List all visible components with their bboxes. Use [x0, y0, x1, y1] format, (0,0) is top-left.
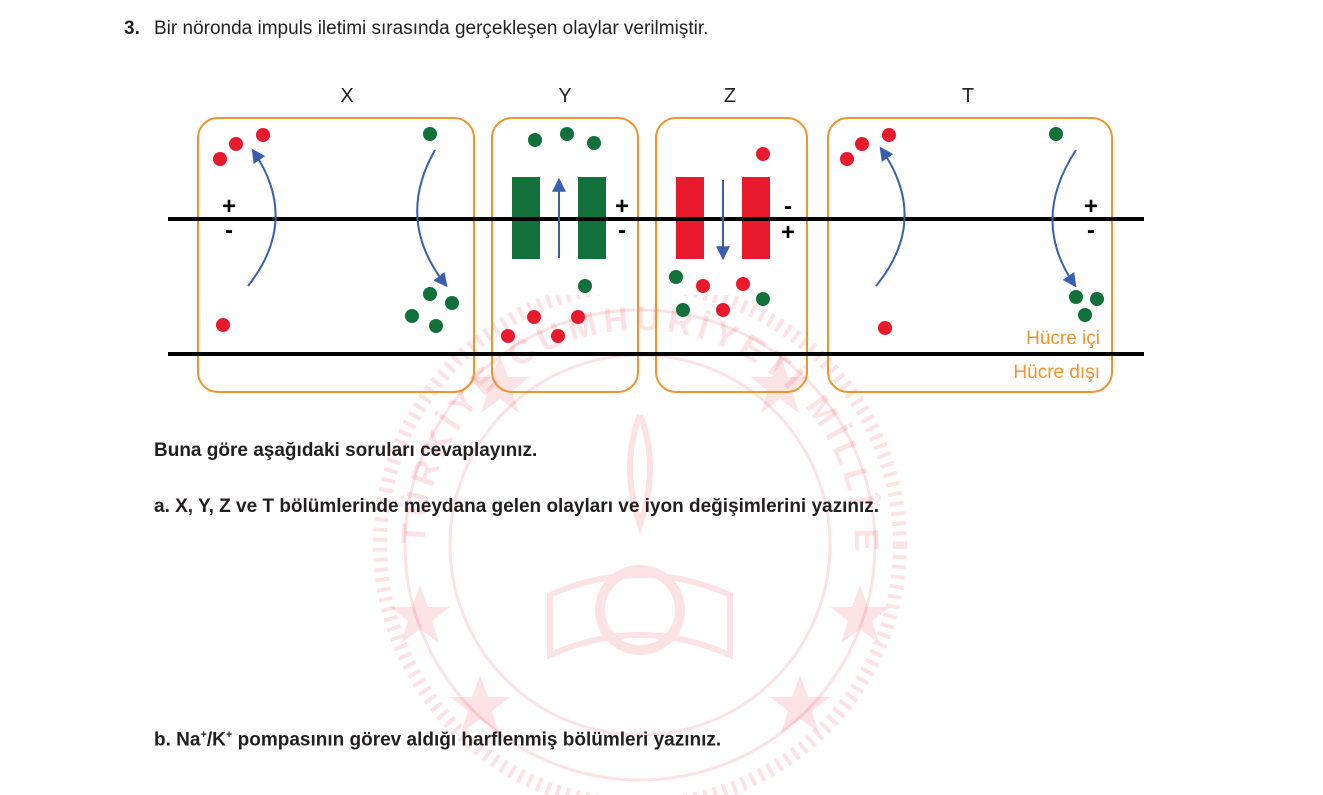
k-ion — [578, 279, 592, 293]
na-ion — [527, 310, 541, 324]
panel-box-y — [491, 117, 639, 393]
na-ion — [840, 152, 854, 166]
na-ion — [855, 137, 869, 151]
na-ion — [571, 310, 585, 324]
panel-box-t — [827, 117, 1113, 393]
charge-y-plus: + — [615, 193, 629, 220]
ions-panel-t — [840, 127, 1104, 335]
na-ion — [878, 321, 892, 335]
panel-box-z — [655, 117, 808, 393]
panel-label-z: Z — [724, 85, 736, 107]
na-ion — [216, 318, 230, 332]
arrow-x-right — [416, 149, 448, 288]
na-ion — [882, 128, 896, 142]
arrow-t-left — [875, 146, 906, 287]
neuron-impulse-diagram: X Y Z T + - + - - + + - — [168, 85, 1144, 393]
question-part-b: b. Na+/K+ pompasının görev aldığı harfle… — [154, 729, 722, 751]
ions-panel-x — [213, 127, 459, 333]
k-ion — [669, 270, 683, 284]
k-ion — [429, 319, 443, 333]
na-ion — [756, 147, 770, 161]
arrow-t-right — [1051, 149, 1077, 288]
k-ion — [756, 292, 770, 306]
charge-z-plus: + — [781, 219, 795, 246]
na-ion — [696, 279, 710, 293]
charge-x-plus: + — [222, 193, 236, 220]
k-ion — [1049, 127, 1063, 141]
k-ion — [587, 136, 601, 150]
k-ion — [1090, 292, 1104, 306]
k-ion — [528, 133, 542, 147]
ions-panel-z — [669, 147, 770, 317]
na-ion — [736, 277, 750, 291]
panel-label-t: T — [962, 85, 974, 107]
question-number: 3. — [124, 18, 140, 39]
na-ion — [229, 137, 243, 151]
ions-panel-y — [501, 127, 601, 343]
arrow-x-left — [247, 148, 277, 287]
na-ion — [256, 128, 270, 142]
charge-z-minus: - — [784, 193, 792, 220]
k-ion — [423, 287, 437, 301]
label-cell-inside: Hücre içi — [1026, 328, 1100, 349]
panel-label-x: X — [340, 85, 353, 107]
question-part-a: a. X, Y, Z ve T bölümlerinde meydana gel… — [154, 496, 880, 517]
question-text: Bir nöronda impuls iletimi sırasında ger… — [154, 18, 709, 39]
k-ion — [445, 296, 459, 310]
k-ion — [676, 303, 690, 317]
meb-watermark-seal: TÜRKİYE CUMHURİYETİ MİLLÎ EĞİTİM BAKANLI… — [350, 295, 907, 795]
k-ion — [405, 309, 419, 323]
k-ion — [1069, 290, 1083, 304]
k-ion — [423, 127, 437, 141]
prompt-text: Buna göre aşağıdaki soruları cevaplayını… — [154, 440, 538, 461]
panel-label-y: Y — [558, 85, 571, 107]
na-ion — [501, 329, 515, 343]
na-ion — [716, 303, 730, 317]
label-cell-outside: Hücre dışı — [1013, 362, 1100, 383]
na-ion — [551, 329, 565, 343]
na-ion — [213, 152, 227, 166]
panel-box-x — [197, 117, 475, 393]
charge-y-minus: - — [618, 217, 626, 244]
charge-t-minus: - — [1087, 217, 1095, 244]
k-ion — [1078, 308, 1092, 322]
k-ion — [560, 127, 574, 141]
charge-x-minus: - — [225, 217, 233, 244]
charge-t-plus: + — [1084, 193, 1098, 220]
